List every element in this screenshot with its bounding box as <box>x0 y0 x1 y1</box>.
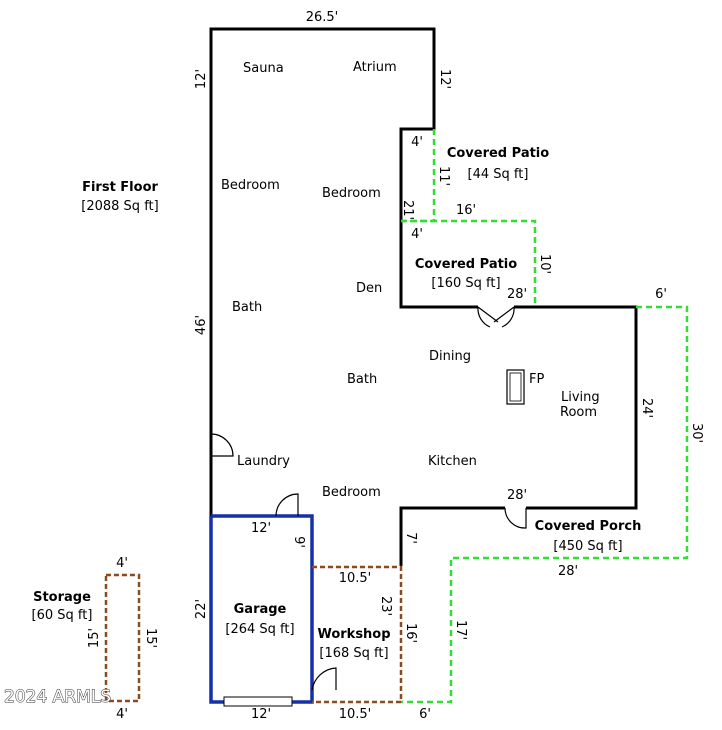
room-sauna: Sauna <box>243 61 284 76</box>
dim-porch-top: 6' <box>655 287 667 302</box>
first-floor-title: First Floor <box>82 180 158 195</box>
dim-patio-small-bottom: 16' <box>456 203 476 218</box>
covered-patio-large-title: Covered Patio <box>415 257 517 272</box>
dim-storage-top: 4' <box>116 556 128 571</box>
dim-top: 26.5' <box>306 10 339 25</box>
room-kitchen: Kitchen <box>428 454 477 469</box>
room-laundry: Laundry <box>237 454 290 469</box>
room-bath-1: Bath <box>232 300 262 315</box>
storage-title: Storage <box>33 590 91 605</box>
dim-workshop-side: 23' <box>378 596 393 616</box>
room-den: Den <box>356 281 382 296</box>
storage-size: [60 Sq ft] <box>32 608 93 623</box>
dim-right-main: 24' <box>639 398 654 418</box>
watermark: 2024 ARMLS <box>4 687 111 707</box>
workshop-walls <box>312 565 403 704</box>
covered-porch-title: Covered Porch <box>535 519 642 534</box>
dim-porch-step: 7' <box>403 532 418 544</box>
dim-patio-large-side: 10' <box>537 254 552 274</box>
covered-porch-size: [450 Sq ft] <box>553 539 622 554</box>
storage-walls <box>104 573 141 703</box>
covered-porch-outline <box>401 305 689 704</box>
first-floor-walls <box>209 27 638 566</box>
room-bedroom-1: Bedroom <box>221 178 280 193</box>
workshop-title: Workshop <box>317 627 390 642</box>
dim-storage-bottom: 4' <box>116 707 128 722</box>
dim-workshop-right: 16' <box>403 623 418 643</box>
workshop-size: [168 Sq ft] <box>319 646 388 661</box>
dim-porch-lower: 28' <box>558 564 578 579</box>
room-bedroom-2: Bedroom <box>322 186 381 201</box>
dim-notch-bottom: 4' <box>411 227 423 242</box>
dim-garage-bottom: 12' <box>251 707 271 722</box>
room-living: Living <box>561 390 600 405</box>
room-bath-2: Bath <box>347 372 377 387</box>
dim-kitchen-bottom: 28' <box>507 488 527 503</box>
dim-patio-large-bottom: 28' <box>507 287 527 302</box>
room-fp: FP <box>529 372 544 387</box>
dim-notch-top: 4' <box>411 135 423 150</box>
garage-title: Garage <box>234 602 287 617</box>
garage-door <box>223 696 293 707</box>
dim-porch-outer: 30' <box>689 423 704 443</box>
covered-patio-large-size: [160 Sq ft] <box>431 276 500 291</box>
dim-storage-left: 15' <box>87 628 102 648</box>
dim-left-main: 46' <box>194 315 209 335</box>
covered-patio-small-title: Covered Patio <box>447 146 549 161</box>
room-dining: Dining <box>429 349 471 364</box>
dim-workshop-top: 10.5' <box>339 571 372 586</box>
dim-notch-side: 21' <box>400 200 415 220</box>
room-living-room: Room <box>560 405 597 420</box>
dim-left-upper: 12' <box>194 69 209 89</box>
fireplace-icon <box>506 369 525 405</box>
first-floor-size: [2088 Sq ft] <box>81 199 158 214</box>
dim-workshop-bottom: 10.5' <box>339 707 372 722</box>
dim-right-upper: 12' <box>437 69 452 89</box>
dim-patio-small-side: 11' <box>436 166 451 186</box>
covered-patio-small-size: [44 Sq ft] <box>468 167 529 182</box>
dim-porch-bottom: 6' <box>419 707 431 722</box>
room-atrium: Atrium <box>353 60 397 75</box>
garage-size: [264 Sq ft] <box>225 622 294 637</box>
dim-garage-top: 12' <box>251 521 271 536</box>
dim-porch-side: 17' <box>453 620 468 640</box>
room-bedroom-3: Bedroom <box>322 485 381 500</box>
door-swings <box>210 306 527 691</box>
dim-garage-side: 9' <box>291 536 306 548</box>
covered-patio-large-outline <box>401 219 537 307</box>
dim-garage-left: 22' <box>194 599 209 619</box>
dim-storage-right: 15' <box>143 628 158 648</box>
